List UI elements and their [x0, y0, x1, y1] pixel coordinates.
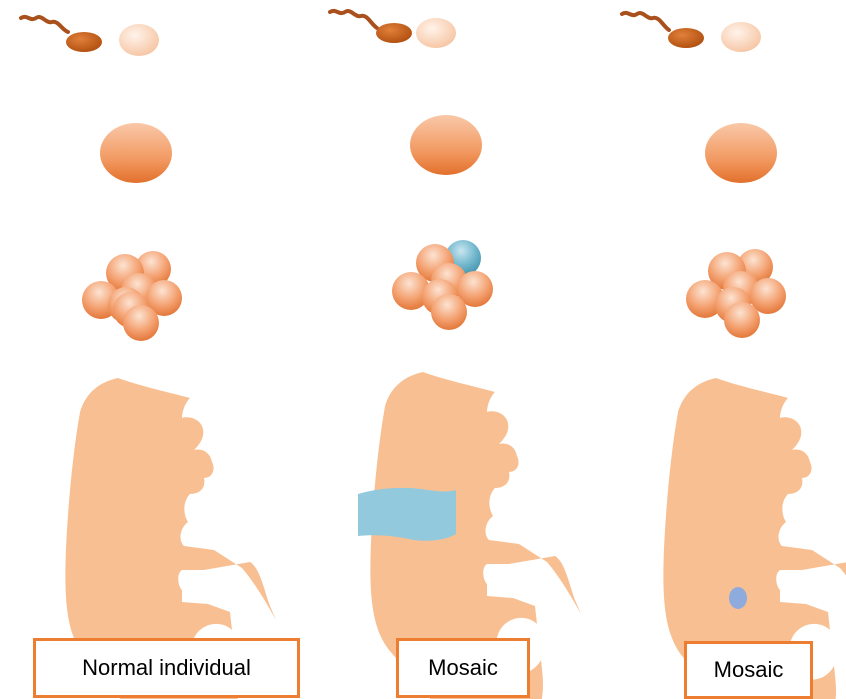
sperm-3 [622, 13, 704, 48]
column-normal [21, 17, 276, 699]
egg-2 [416, 18, 456, 48]
column-mosaic-late [622, 13, 846, 699]
egg-3 [721, 22, 761, 52]
label-text: Mosaic [714, 657, 784, 683]
sperm-1 [21, 17, 102, 52]
mosaic-spot [729, 587, 747, 609]
egg-1 [119, 24, 159, 56]
mosaic-band [358, 488, 456, 541]
zygote-3 [705, 123, 777, 183]
label-mosaic-early: Mosaic [396, 638, 530, 698]
cell-cluster-3 [686, 249, 786, 338]
column-mosaic-early [330, 11, 581, 699]
zygote-2 [410, 115, 482, 175]
sperm-2 [330, 11, 412, 43]
label-text: Mosaic [428, 655, 498, 681]
label-mosaic-late: Mosaic [684, 641, 813, 699]
cell-cluster-1 [82, 251, 182, 341]
zygote-1 [100, 123, 172, 183]
label-normal-individual: Normal individual [33, 638, 300, 698]
label-text: Normal individual [82, 655, 251, 681]
cell-cluster-2 [392, 240, 493, 330]
